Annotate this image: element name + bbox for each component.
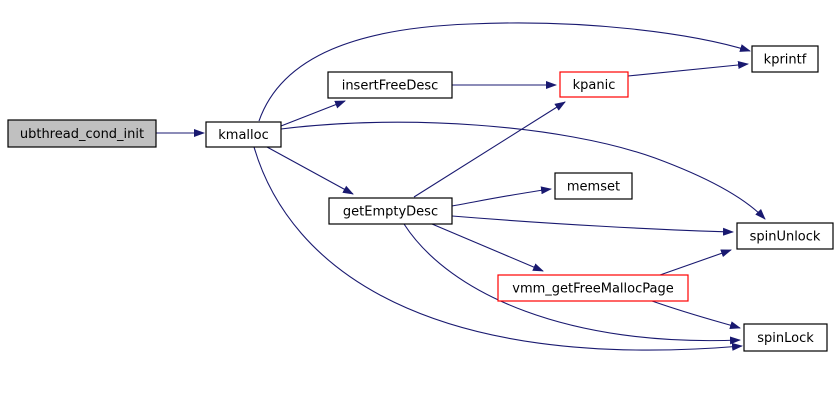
node-spinLock[interactable]: spinLock [743,323,828,352]
edge-kmalloc-to-spinLock [253,146,743,351]
edge-kmalloc-to-spinUnlock [280,121,766,220]
node-box-insertFreeDesc[interactable] [327,71,453,99]
edge-getEmptyDesc-to-spinUnlock [451,215,734,236]
node-box-getEmptyDesc[interactable] [328,197,453,225]
node-label-kprintf: kprintf [764,53,807,68]
node-kmalloc[interactable]: kmalloc [205,121,282,148]
node-ubthread_cond_init: ubthread_cond_init [7,119,157,148]
node-label-ubthread_cond_init: ubthread_cond_init [20,127,144,142]
node-box-kpanic[interactable] [559,71,629,98]
edge-kmalloc-to-kprintf [258,22,751,122]
node-label-insertFreeDesc: insertFreeDesc [342,79,439,94]
edge-kpanic-to-kprintf [627,61,749,77]
node-label-memset: memset [567,180,620,195]
node-box-kprintf[interactable] [751,45,819,73]
node-box-spinUnlock[interactable] [736,222,834,250]
node-spinUnlock[interactable]: spinUnlock [736,222,834,250]
node-label-getEmptyDesc: getEmptyDesc [343,205,438,220]
node-label-kpanic: kpanic [573,78,616,93]
node-memset[interactable]: memset [554,172,633,200]
node-kprintf[interactable]: kprintf [751,45,819,73]
node-box-memset[interactable] [554,172,633,200]
node-box-ubthread_cond_init [7,119,157,148]
edge-kmalloc-to-insertFreeDesc [280,100,346,127]
edge-kmalloc-to-getEmptyDesc [266,146,354,195]
edge-getEmptyDesc-to-memset [451,186,552,207]
node-kpanic[interactable]: kpanic [559,71,629,98]
node-label-vmm_getFreeMallocPage: vmm_getFreeMallocPage [512,282,673,297]
edge-vmm_getFreeMallocPage-to-spinUnlock [659,249,732,276]
edge-getEmptyDesc-to-vmm_getFreeMallocPage [431,223,544,272]
node-box-vmm_getFreeMallocPage[interactable] [497,274,689,302]
node-getEmptyDesc[interactable]: getEmptyDesc [328,197,453,225]
node-box-spinLock[interactable] [743,323,828,352]
node-label-spinLock: spinLock [757,331,814,346]
node-vmm_getFreeMallocPage[interactable]: vmm_getFreeMallocPage [497,274,689,302]
node-box-kmalloc[interactable] [205,121,282,148]
node-insertFreeDesc[interactable]: insertFreeDesc [327,71,453,99]
node-label-spinUnlock: spinUnlock [750,230,821,245]
edge-getEmptyDesc-to-spinLock [403,223,741,345]
node-label-kmalloc: kmalloc [218,128,268,143]
edge-getEmptyDesc-to-kpanic [413,101,566,198]
edge-vmm_getFreeMallocPage-to-spinLock [651,300,741,329]
